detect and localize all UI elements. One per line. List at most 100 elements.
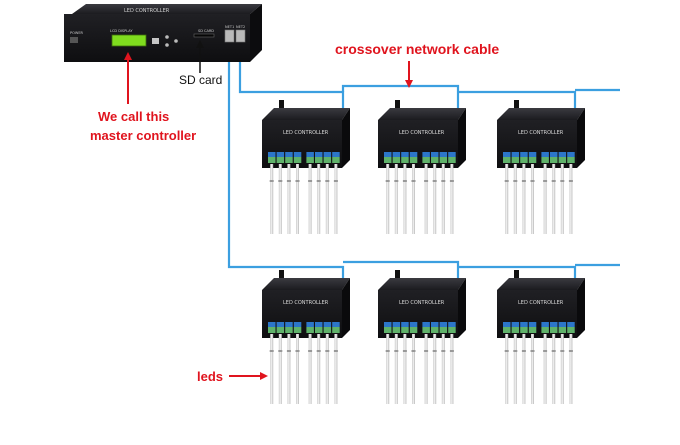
slave-top-face <box>378 108 466 120</box>
net1-port[interactable] <box>224 29 235 43</box>
terminal-block-green <box>332 157 340 163</box>
power-plug <box>514 100 519 112</box>
terminal-block-blue <box>503 322 511 327</box>
terminal-block-green <box>276 327 285 333</box>
control-button-1[interactable] <box>165 35 169 39</box>
led-rod-band <box>568 350 573 352</box>
control-button-3[interactable] <box>174 39 178 43</box>
master-label-line2: master controller <box>90 128 196 143</box>
power-switch[interactable] <box>70 37 78 43</box>
slave-side-face <box>577 278 585 338</box>
led-rod-band <box>402 350 407 352</box>
terminal-block-blue <box>567 322 575 327</box>
leds-label: leds <box>197 369 223 384</box>
power-plug <box>279 270 284 282</box>
led-rod-band <box>521 350 526 352</box>
slave-label: LED CONTROLLER <box>283 130 329 136</box>
slave-controllers: LED CONTROLLER LED CONTROLLER LED CONTROLL… <box>262 100 585 404</box>
led-rod-band <box>530 350 535 352</box>
terminal-block-blue <box>285 322 293 327</box>
terminal-block-green <box>323 327 332 333</box>
terminal-block-green <box>422 157 430 163</box>
led-rod <box>394 334 398 404</box>
sdcard-slot[interactable] <box>193 33 215 38</box>
terminal-block-blue <box>503 152 511 157</box>
lcd-display <box>111 34 147 47</box>
led-rod-band <box>278 350 283 352</box>
led-rod <box>308 334 312 404</box>
master-side-face <box>250 4 262 62</box>
terminal-block-blue <box>558 322 567 327</box>
led-rod <box>522 334 526 404</box>
led-rod <box>334 164 338 234</box>
terminal-block-blue <box>431 152 439 157</box>
terminal-block-blue <box>422 322 430 327</box>
slave-label: LED CONTROLLER <box>399 300 445 306</box>
terminal-block-green <box>558 327 567 333</box>
led-rod <box>424 334 428 404</box>
terminal-block-blue <box>401 322 409 327</box>
terminal-block-green <box>558 157 567 163</box>
terminal-block-green <box>306 327 314 333</box>
led-rod-band <box>424 180 429 182</box>
led-rod <box>569 334 573 404</box>
led-rod <box>543 164 547 234</box>
led-rod-band <box>325 180 330 182</box>
led-rod-band <box>402 180 407 182</box>
terminal-block-blue <box>431 322 439 327</box>
slave-side-face <box>458 278 466 338</box>
terminal-block-green <box>528 327 537 333</box>
led-rod-band <box>449 350 454 352</box>
master-controller: LED CONTROLLER POWER LCD DISPLAY SD CARD… <box>64 4 262 62</box>
led-rod-band <box>286 350 291 352</box>
slave-top-face <box>262 278 350 290</box>
slave-controller-3: LED CONTROLLER <box>497 100 585 234</box>
cable-row2-2-to-3 <box>458 265 577 278</box>
terminal-block-blue <box>409 322 418 327</box>
terminal-block-green <box>384 157 392 163</box>
terminal-block-green <box>520 327 528 333</box>
slave-label: LED CONTROLLER <box>518 130 564 136</box>
led-rod <box>270 164 274 234</box>
network-cables <box>227 42 620 278</box>
terminal-block-blue <box>276 322 285 327</box>
led-rod-band <box>424 350 429 352</box>
led-rod-band <box>432 180 437 182</box>
led-rod <box>424 164 428 234</box>
slave-top-face <box>497 278 585 290</box>
master-panel-title: LED CONTROLLER <box>124 8 170 14</box>
cable-master-to-row1 <box>238 42 345 108</box>
led-rod <box>513 164 517 234</box>
terminal-block-green <box>409 327 418 333</box>
led-rod <box>531 334 534 404</box>
control-button-2[interactable] <box>165 43 169 47</box>
led-rod <box>412 334 415 404</box>
led-rod <box>522 164 526 234</box>
terminal-block-green <box>567 327 575 333</box>
led-rod-band <box>333 350 338 352</box>
led-rod <box>394 164 398 234</box>
power-plug <box>395 100 400 112</box>
led-rod-band <box>513 180 518 182</box>
terminal-block-green <box>431 157 439 163</box>
led-rod-band <box>504 350 509 352</box>
master-label-line1: We call this <box>98 109 169 124</box>
mode-button[interactable] <box>152 38 159 44</box>
terminal-block-blue <box>332 322 340 327</box>
crossover-label: crossover network cable <box>335 41 499 57</box>
slave-top-face <box>497 108 585 120</box>
terminal-block-green <box>439 157 448 163</box>
led-rod <box>552 334 556 404</box>
terminal-block-blue <box>306 152 314 157</box>
slave-side-face <box>458 108 466 168</box>
terminal-block-blue <box>268 152 276 157</box>
led-rod <box>403 334 407 404</box>
led-rod-band <box>316 350 321 352</box>
led-rod-band <box>269 180 274 182</box>
net2-port[interactable] <box>235 29 246 43</box>
led-rod <box>505 334 509 404</box>
terminal-block-blue <box>401 152 409 157</box>
led-rod <box>450 334 454 404</box>
power-plug <box>395 270 400 282</box>
led-rod <box>325 334 329 404</box>
